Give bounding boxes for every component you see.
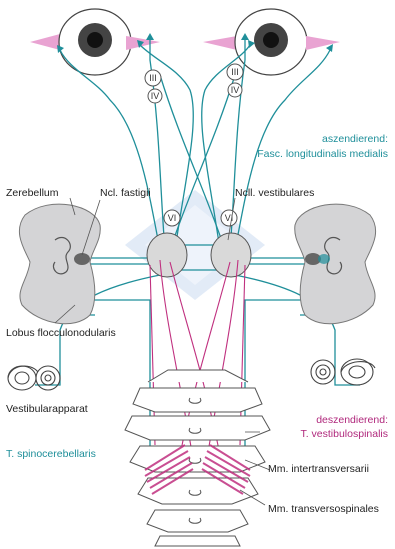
label-mm-transversospinales: Mm. transversospinales <box>268 503 379 515</box>
label-descending-line2: T. vestibulospinalis <box>300 428 388 440</box>
nucleus-IV-right: IV <box>228 83 242 97</box>
nucleus-III-left: III <box>145 70 161 86</box>
cerebellum-left <box>19 204 100 324</box>
nucleus-IV-left: IV <box>148 89 162 103</box>
label-ncl-fastigii: Ncl. fastigii <box>100 187 151 199</box>
vestibular-apparatus-left <box>8 366 60 390</box>
label-spinocerebellaris: T. spinocerebellaris <box>6 448 96 460</box>
nerve-label-III-left: III <box>149 73 157 83</box>
label-mm-intertransversarii: Mm. intertransversarii <box>268 463 369 475</box>
nucleus-III-right: III <box>227 64 243 80</box>
label-lobus-flocculonodularis: Lobus flocculonodularis <box>6 327 116 339</box>
label-descending-line1: deszendierend: <box>316 414 388 426</box>
label-ascending-line1: aszendierend: <box>322 133 388 145</box>
nucleus-VI-left: VI <box>164 210 180 226</box>
spinal-column <box>125 370 270 546</box>
label-vestibularapparat: Vestibularapparat <box>6 403 88 415</box>
label-ncll-vestibulares: Ncll. vestibulares <box>235 187 314 199</box>
nucleus-VI-right: VI <box>221 210 237 226</box>
label-ascending-line2: Fasc. longitudinalis medialis <box>257 148 388 160</box>
nerve-label-III-right: III <box>231 67 239 77</box>
nerve-label-VI-left: VI <box>168 213 177 223</box>
cerebellum-right <box>295 204 376 324</box>
vestibular-apparatus-right <box>311 359 375 385</box>
label-zerebellum: Zerebellum <box>6 187 59 199</box>
vestibular-nucleus-left <box>147 233 187 277</box>
nerve-label-IV-right: IV <box>231 85 240 95</box>
nerve-label-IV-left: IV <box>151 91 160 101</box>
